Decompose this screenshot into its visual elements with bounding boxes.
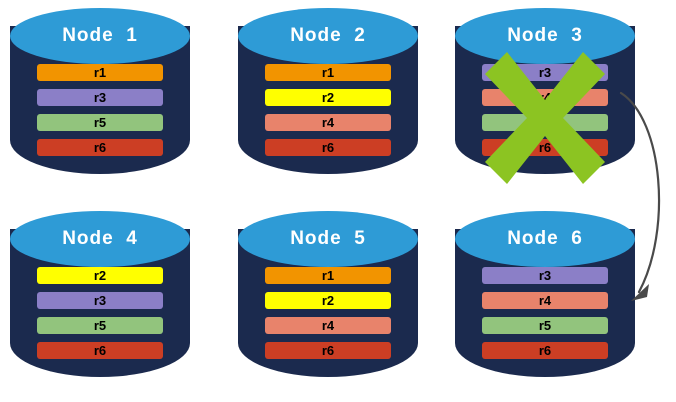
node-label: Node 3 [507,25,583,46]
replica-bar-r4[interactable]: r4 [265,114,391,131]
replica-bar-r5[interactable]: r5 [37,114,163,131]
replica-bar-r4[interactable]: r4 [482,89,608,106]
node-cylinder-6[interactable]: Node 6 r3 r4 r5 r6 [455,211,635,389]
replica-bar-r6[interactable]: r6 [37,342,163,359]
replica-list: r1 r2 r4 r6 [265,267,391,367]
replica-list: r1 r2 r4 r6 [265,64,391,164]
node-cylinder-1[interactable]: Node 1 r1 r3 r5 r6 [10,8,190,186]
node-label: Node 2 [290,25,366,46]
node-cylinder-4[interactable]: Node 4 r2 r3 r5 r6 [10,211,190,389]
replica-bar-r5[interactable]: r5 [482,317,608,334]
replica-bar-r3[interactable]: r3 [482,64,608,81]
replica-bar-r6[interactable]: r6 [265,342,391,359]
replica-bar-r2[interactable]: r2 [265,89,391,106]
replica-bar-r4[interactable]: r4 [265,317,391,334]
replica-bar-r2[interactable]: r2 [265,292,391,309]
replica-bar-r1[interactable]: r1 [265,267,391,284]
replica-list: r1 r3 r5 r6 [37,64,163,164]
replica-bar-r1[interactable]: r1 [37,64,163,81]
replica-bar-r6[interactable]: r6 [482,342,608,359]
replica-bar-r6[interactable]: r6 [482,139,608,156]
replica-bar-r2[interactable]: r2 [37,267,163,284]
cylinder-top-ellipse [238,8,418,64]
replica-bar-r5[interactable]: r5 [37,317,163,334]
node-label: Node 6 [507,228,583,249]
node-label: Node 5 [290,228,366,249]
cylinder-top-ellipse [238,211,418,267]
node-cylinder-2[interactable]: Node 2 r1 r2 r4 r6 [238,8,418,186]
cylinder-top-ellipse [455,211,635,267]
replica-bar-r3[interactable]: r3 [37,89,163,106]
replica-bar-r6[interactable]: r6 [265,139,391,156]
replica-bar-r4[interactable]: r4 [482,292,608,309]
replica-bar-r1[interactable]: r1 [265,64,391,81]
cylinder-top-ellipse [10,8,190,64]
node-label: Node 1 [62,25,138,46]
replica-bar-r6[interactable]: r6 [37,139,163,156]
replica-list: r2 r3 r5 r6 [37,267,163,367]
cylinder-top-ellipse [10,211,190,267]
replica-list: r3 r4 r5 r6 [482,64,608,164]
replica-list: r3 r4 r5 r6 [482,267,608,367]
replica-bar-r3[interactable]: r3 [482,267,608,284]
node-label: Node 4 [62,228,138,249]
replica-bar-r5[interactable]: r5 [482,114,608,131]
node-cylinder-5[interactable]: Node 5 r1 r2 r4 r6 [238,211,418,389]
replica-bar-r3[interactable]: r3 [37,292,163,309]
node-cylinder-3[interactable]: Node 3 r3 r4 r5 r6 [455,8,635,186]
